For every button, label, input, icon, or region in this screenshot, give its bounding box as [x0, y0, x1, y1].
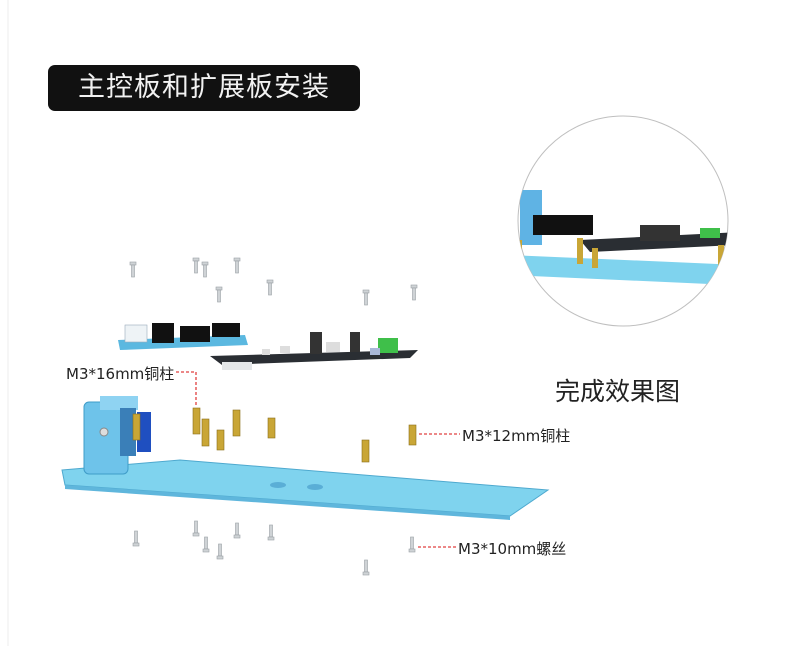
top-screws: [129, 257, 418, 306]
page-title: 主控板和扩展板安装: [48, 65, 360, 111]
label-standoff-12mm: M3*12mm铜柱: [462, 427, 571, 445]
main-control-board: [210, 332, 418, 370]
base-plate: [61, 459, 550, 520]
label-standoff-16mm: M3*16mm铜柱: [66, 365, 175, 383]
result-caption: 完成效果图: [555, 377, 681, 406]
servo-mount: [83, 396, 151, 475]
leader-lines: [176, 371, 460, 548]
standoffs: [132, 407, 417, 463]
expansion-board: [118, 323, 248, 350]
result-view: [517, 115, 729, 327]
bottom-screws: [132, 520, 416, 576]
label-screw-10mm: M3*10mm螺丝: [458, 540, 567, 558]
